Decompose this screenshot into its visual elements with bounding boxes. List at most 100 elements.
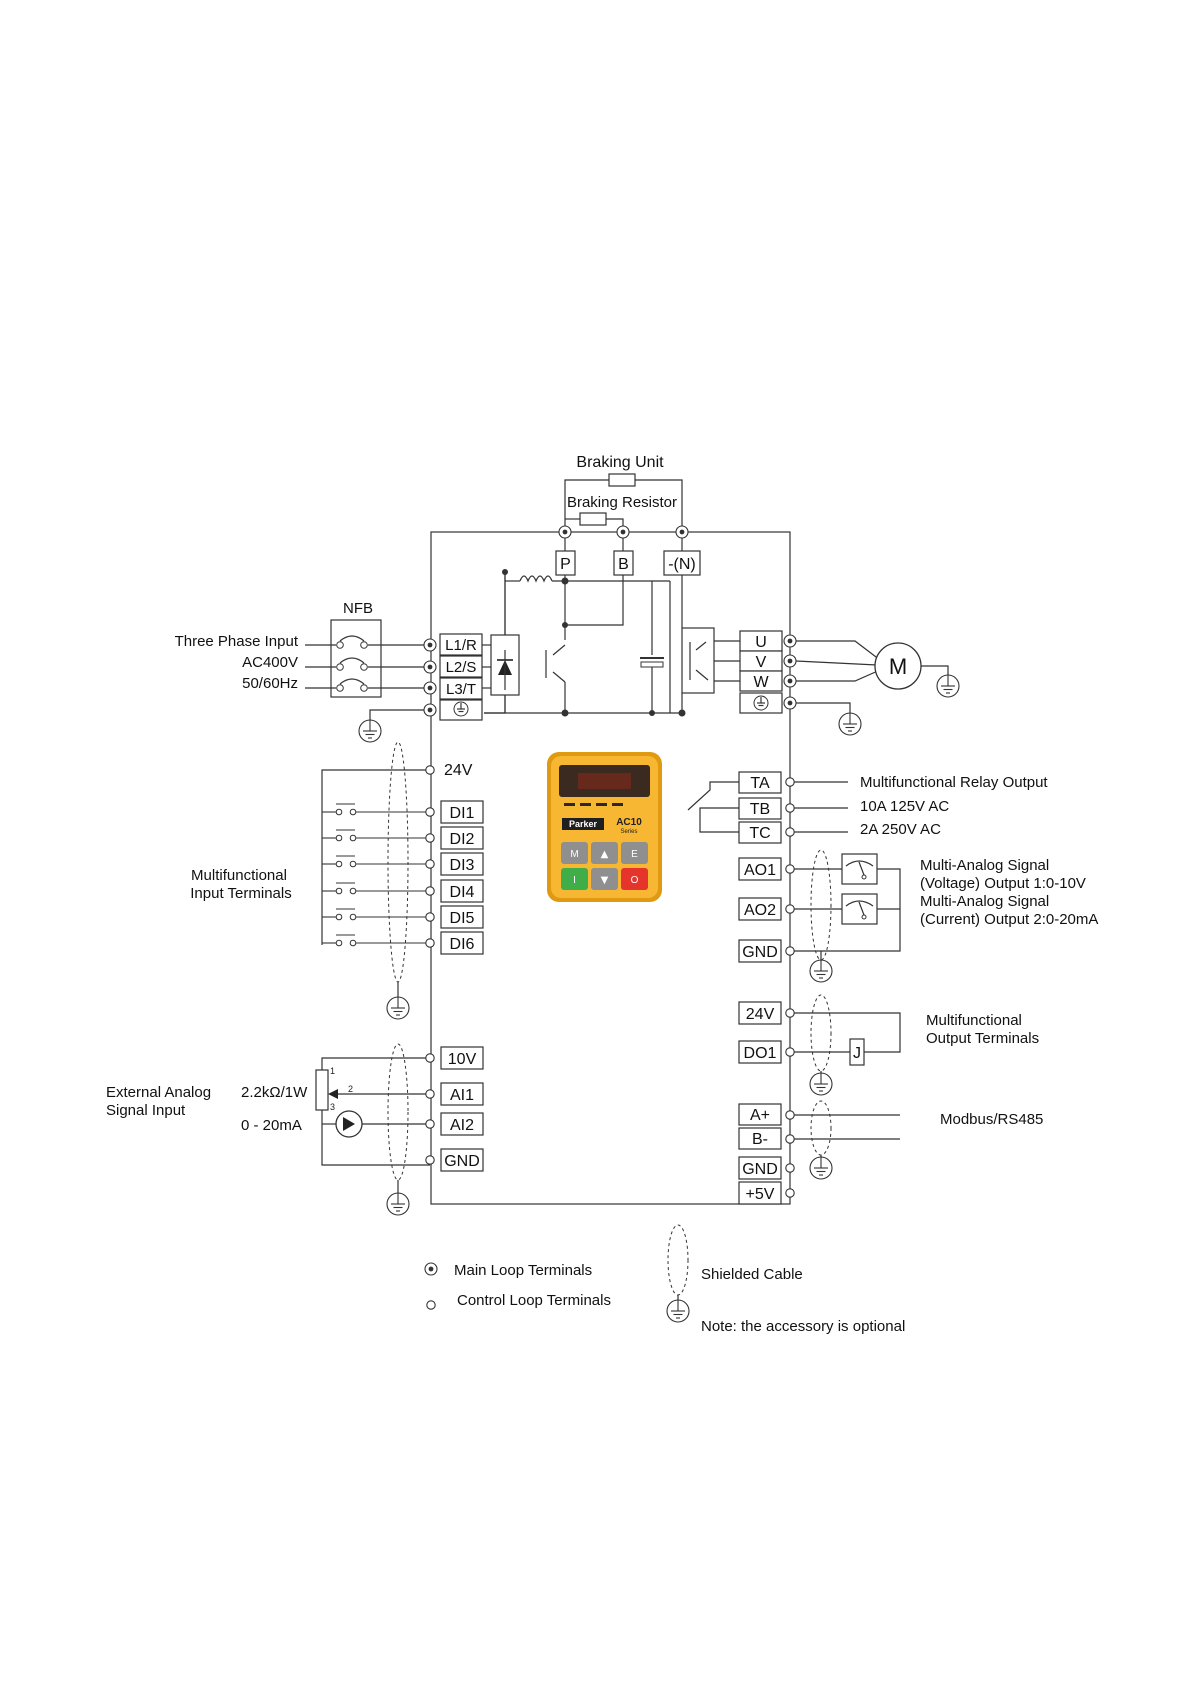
motor-ground-icon (936, 674, 960, 698)
frequency-label: 50/60Hz (242, 675, 298, 692)
legend-control-loop: Control Loop Terminals (457, 1292, 611, 1309)
nfb-breaker (330, 619, 382, 698)
terminal-di1: DI1 (450, 805, 475, 822)
ao-label-line1: Multi-Analog Signal (920, 857, 1049, 874)
terminal-24v-do: 24V (746, 1006, 775, 1023)
terminal-5v: +5V (746, 1186, 775, 1203)
phase-lines (305, 635, 430, 692)
do-shielded-cable (810, 994, 832, 1072)
terminal-l1r: L1/R (445, 637, 477, 654)
do-label-line2: Output Terminals (926, 1030, 1039, 1047)
terminal-b-minus: B- (752, 1131, 768, 1148)
control-loop-terminal-icon (426, 1300, 436, 1310)
braking-unit: Braking Unit Braking Resistor P B -(N) (555, 454, 701, 576)
keypad-brand: Parker (569, 819, 598, 829)
terminal-di2: DI2 (450, 831, 475, 848)
keypad-key-stop[interactable] (621, 868, 648, 890)
pot-label: 2.2kΩ/1W (241, 1084, 308, 1101)
terminal-24v-di: 24V (444, 762, 473, 779)
legend-main-loop: Main Loop Terminals (454, 1262, 592, 1279)
keypad-brand-logo (562, 818, 604, 830)
shielded-cable-icon (667, 1224, 689, 1296)
terminal-10v: 10V (448, 1051, 477, 1068)
keypad-key-run[interactable] (561, 868, 588, 890)
terminal-gnd-ao: GND (742, 944, 778, 961)
braking-resistor-symbol (579, 512, 607, 526)
terminal-b: B (618, 556, 629, 573)
svg-text:▼: ▼ (601, 875, 609, 886)
ai-shielded-cable (387, 1043, 409, 1181)
keypad-model: AC10 (616, 817, 642, 828)
terminal-di6: DI6 (450, 936, 475, 953)
terminal-ta: TA (750, 775, 770, 792)
power-stage (484, 569, 715, 717)
input-ground-icon (358, 719, 382, 743)
analog-inputs: External Analog Signal Input 2.2kΩ/1W 0 … (106, 1043, 484, 1216)
terminal-u: U (755, 634, 767, 651)
terminal-a-plus: A+ (750, 1107, 770, 1124)
terminal-ao2: AO2 (744, 902, 776, 919)
modbus-shield-ground-icon (809, 1156, 833, 1180)
terminal-p-main-icon (558, 525, 572, 539)
di-shield-ground-icon (386, 996, 410, 1020)
terminal-v: V (756, 654, 767, 671)
ai-shield-ground-icon (386, 1192, 410, 1216)
legend-shielded-cable: Shielded Cable (701, 1266, 803, 1283)
do-shield-ground-icon (809, 1072, 833, 1096)
keypad-key-down[interactable] (591, 868, 618, 890)
ammeter-icon (841, 893, 878, 925)
terminal-p: P (560, 556, 571, 573)
three-phase-input-label: Three Phase Input (175, 633, 299, 650)
braking-unit-label: Braking Unit (576, 454, 664, 471)
modbus-rs485: A+ B- GND +5V Modbus/RS485 (738, 1100, 1043, 1205)
terminal-l3t: L3/T (446, 681, 476, 698)
inverter-block (681, 627, 715, 694)
keypad-series: Series (620, 829, 637, 835)
legend-note: Note: the accessory is optional (701, 1318, 905, 1335)
svg-text:O: O (631, 875, 639, 886)
ac400v-label: AC400V (242, 654, 298, 671)
ao-label-line4: (Current) Output 2:0-20mA (920, 911, 1098, 928)
terminal-ao1: AO1 (744, 862, 776, 879)
analog-outputs: AO1 AO2 GND Multi-Analog Signal (Voltage… (738, 849, 1098, 983)
relay-rating-1: 10A 125V AC (860, 798, 949, 815)
motor-label: M (889, 654, 907, 679)
keypad-key-up[interactable] (591, 842, 618, 864)
pe-output-icon (753, 695, 769, 711)
relay-output: TA TB TC Multifunctional Relay Output 10… (687, 771, 1048, 844)
terminal-do1: DO1 (744, 1045, 777, 1062)
ao-label-line3: Multi-Analog Signal (920, 893, 1049, 910)
terminal-di5: DI5 (450, 910, 475, 927)
digital-inputs: Multifunctional Input Terminals 24V DI1 … (190, 741, 484, 1020)
output-ground-icon (838, 712, 862, 736)
terminal-tb: TB (750, 801, 770, 818)
terminal-n: -(N) (668, 556, 696, 573)
relay-output-label: Multifunctional Relay Output (860, 774, 1048, 791)
terminal-gnd-ai: GND (444, 1153, 480, 1170)
braking-resistor-label: Braking Resistor (567, 494, 677, 511)
relay-rating-2: 2A 250V AC (860, 821, 941, 838)
shield-ground-icon (666, 1299, 690, 1323)
keypad-key-e[interactable] (621, 842, 648, 864)
potentiometer-icon (315, 1069, 329, 1111)
relay-coil-label: J (853, 1045, 861, 1062)
analog-in-label-line2: Signal Input (106, 1102, 186, 1119)
terminal-n-main-icon (675, 525, 689, 539)
di-label-line2: Input Terminals (190, 885, 291, 902)
terminal-ai2: AI2 (450, 1117, 474, 1134)
braking-unit-resistor-symbol (608, 473, 636, 487)
voltmeter-icon (841, 853, 878, 885)
nfb-label: NFB (343, 600, 373, 617)
di-label-line1: Multifunctional (191, 867, 287, 884)
terminal-b-main-icon (616, 525, 630, 539)
keypad-key-m[interactable] (561, 842, 588, 864)
power-input: NFB Three Phase Input AC400V 50/60Hz L1/… (175, 600, 491, 743)
terminal-di3: DI3 (450, 857, 475, 874)
modbus-shielded-cable (810, 1100, 832, 1156)
do-label-line1: Multifunctional (926, 1012, 1022, 1029)
current-source-label: 0 - 20mA (241, 1117, 302, 1134)
pot-pin-1: 1 (330, 1066, 335, 1076)
modbus-label: Modbus/RS485 (940, 1111, 1043, 1128)
svg-text:▲: ▲ (601, 849, 609, 860)
